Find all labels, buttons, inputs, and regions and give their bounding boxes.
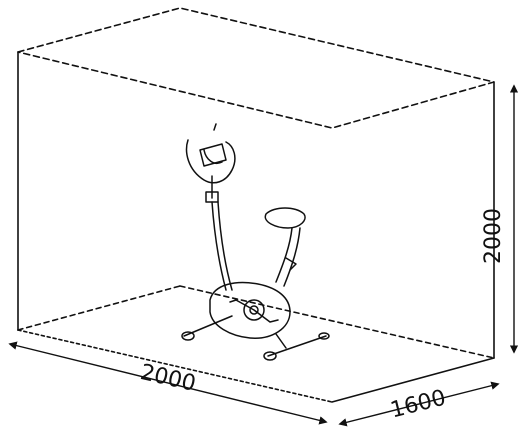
seat-post-inner xyxy=(283,227,301,287)
flywheel-housing xyxy=(209,281,291,339)
room-box-outline xyxy=(17,7,495,403)
length-label: 2000 xyxy=(138,360,198,397)
width-dimension-line xyxy=(338,381,500,427)
seat-adjuster xyxy=(285,257,297,271)
pedal-crank xyxy=(229,299,279,323)
top-face xyxy=(17,7,495,129)
exercise-bike xyxy=(181,123,330,361)
height-label: 2000 xyxy=(481,208,506,264)
front-frame-tube-inner xyxy=(217,201,233,291)
rear-foot-right xyxy=(318,332,330,340)
flywheel-hub xyxy=(243,299,265,321)
front-frame-tube xyxy=(211,201,227,291)
seat xyxy=(264,207,306,229)
dimension-lines xyxy=(8,84,519,427)
handlebar-console xyxy=(185,123,236,184)
flywheel-hub-inner xyxy=(249,305,259,315)
rear-frame xyxy=(275,333,287,349)
length-dimension-line xyxy=(8,341,328,425)
console-display xyxy=(199,143,227,167)
width-label: 1600 xyxy=(388,386,448,424)
rear-stabilizer xyxy=(267,335,327,357)
front-foot-left xyxy=(181,331,195,341)
floor-back-right xyxy=(179,285,495,359)
seat-post xyxy=(275,227,293,283)
floor-back-left xyxy=(17,285,181,331)
